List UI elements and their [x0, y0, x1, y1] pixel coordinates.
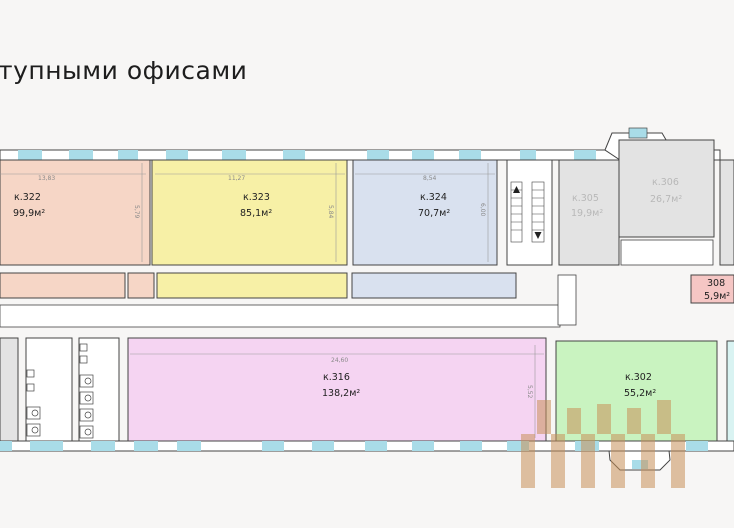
arrow-down-icon	[534, 232, 542, 239]
room-305[interactable]: к.305 19,9м²	[558, 159, 620, 266]
corridor	[0, 304, 561, 328]
room-area: 19,9м²	[571, 208, 603, 219]
bay-window-glass	[628, 127, 648, 139]
room-label: к.306	[652, 177, 679, 188]
room-area: 55,2м²	[624, 388, 656, 399]
dimension-height: 5,52	[526, 385, 533, 399]
room-area: 70,7м²	[418, 208, 450, 219]
room-label: к.302	[625, 372, 652, 383]
dimension-width: 8,54	[423, 175, 437, 182]
dimension-height: 6,00	[479, 203, 486, 217]
room-area: 85,1м²	[240, 208, 272, 219]
watermark-logo	[521, 400, 685, 488]
staircase	[506, 159, 553, 266]
dimension-width: 11,27	[228, 175, 245, 182]
room-area: 99,9м²	[13, 208, 45, 219]
corridor-link	[557, 274, 577, 326]
restrooms	[0, 337, 120, 442]
dimension-width: 24,60	[331, 357, 348, 364]
room-label: к.322	[14, 192, 41, 203]
bottom-wall	[0, 440, 734, 452]
room-label: 308	[707, 278, 725, 289]
room-306[interactable]: к.306 26,7м²	[618, 139, 715, 266]
room-308[interactable]: 308 5,9м²	[690, 274, 734, 304]
room-label: к.305	[572, 193, 599, 204]
dimension-height: 5,79	[133, 205, 140, 219]
room-edge-right	[719, 159, 734, 266]
room-324[interactable]: 8,54 6,00 к.324 70,7м²	[351, 159, 517, 299]
room-316[interactable]: 24,60 5,52 к.316 138,2м²	[127, 337, 547, 442]
room-area: 138,2м²	[322, 388, 360, 399]
room-label: к.323	[243, 192, 270, 203]
room-label: к.316	[323, 372, 350, 383]
room-edge-right-bottom	[726, 340, 734, 442]
room-label: к.324	[420, 192, 447, 203]
dimension-height: 5,84	[327, 205, 334, 219]
room-area: 5,9м²	[704, 291, 730, 302]
dimension-width: 13,83	[38, 175, 55, 182]
page-title: тупными офисами	[0, 56, 248, 85]
room-322[interactable]: 13,83 5,79 к.322 99,9м²	[0, 159, 155, 299]
room-302-labels: к.302 55,2м²	[624, 372, 656, 399]
room-area: 26,7м²	[650, 194, 682, 205]
room-323[interactable]: 11,27 5,84 к.323 85,1м²	[151, 159, 348, 299]
arrow-up-icon	[513, 186, 520, 193]
